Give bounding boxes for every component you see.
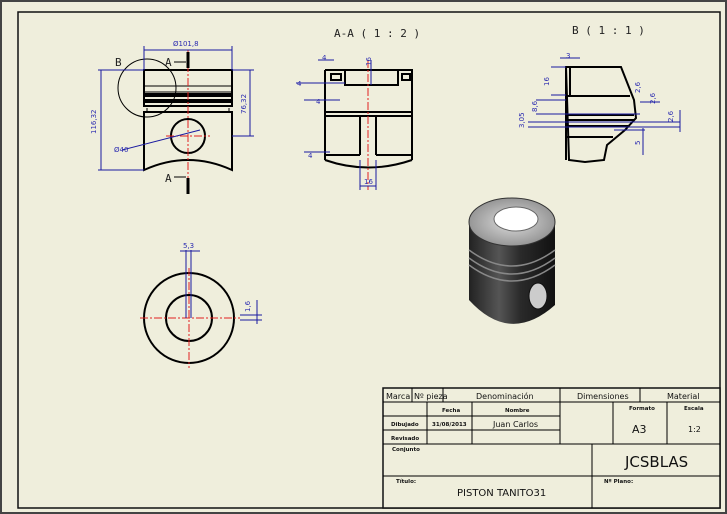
tb-n-plano: Nº Plano:: [604, 478, 633, 485]
tb-dimensiones: Dimensiones: [577, 392, 629, 401]
dim-pin-diameter: Ø40: [114, 146, 128, 154]
dim-section-bottom: 16: [364, 178, 373, 186]
dim-pin-height: 76,32: [240, 94, 248, 114]
tb-n-pieza: Nº pieza: [414, 392, 448, 401]
dim-section-left-mid: 4: [316, 98, 321, 106]
dim-section-left-upper: 4: [297, 80, 302, 88]
dim-section-center: 16: [365, 57, 373, 66]
detail-view: B ( 1 : 1 ) 3 16 2,6 2,6 2,6 8,6 3,05 5: [518, 24, 681, 164]
tb-formato-header: Formato: [629, 406, 655, 412]
dim-detail-gap: 3,05: [518, 112, 526, 128]
tb-escala-header: Escala: [684, 406, 704, 412]
tb-formato: A3: [632, 423, 647, 436]
dim-detail-groove1: 2,6: [634, 81, 642, 93]
title-block: Marca Nº pieza Denominación Dimensiones …: [382, 387, 721, 509]
dim-section-left-lower: 4: [308, 152, 313, 160]
dim-detail-groove3: 2,6: [667, 110, 675, 122]
dim-detail-ring: 8,6: [531, 100, 539, 112]
tb-nombre-header: Nombre: [505, 408, 530, 414]
tb-escala: 1:2: [688, 425, 701, 434]
section-view: A-A ( 1 : 2 ) 4 4 4 4 16 16: [296, 27, 420, 190]
tb-conjunto: Conjunto: [392, 447, 420, 453]
tb-fecha: 31/08/2013: [432, 422, 467, 428]
tb-fecha-header: Fecha: [442, 408, 460, 414]
dim-top-offset: 5,3: [183, 242, 194, 250]
tb-dibujado: Dibujado: [391, 422, 419, 428]
dim-detail-bottom: 5: [634, 141, 642, 145]
dim-detail-groove2: 2,6: [649, 92, 657, 104]
tb-denominacion: Denominación: [476, 391, 534, 401]
tb-titulo: PISTON TANITO31: [457, 488, 546, 499]
dim-total-height: 116,32: [90, 110, 98, 135]
tb-titulo-header: Título:: [396, 478, 416, 485]
front-view: A A B Ø101,8 116,32 76,32 Ø40: [90, 40, 254, 194]
tb-company: JCSBLAS: [624, 453, 688, 471]
dim-diameter: Ø101,8: [173, 40, 199, 48]
tb-nombre: Juan Carlos: [492, 420, 538, 429]
tb-marca: Marca: [386, 392, 410, 401]
dim-detail-land: 16: [543, 77, 551, 86]
section-marker-top: A: [165, 56, 172, 69]
top-view: 5,3 1,6: [140, 242, 262, 368]
section-marker-bottom: A: [165, 172, 172, 185]
tb-revisado: Revisado: [391, 436, 419, 442]
dim-section-top: 4: [322, 54, 327, 62]
detail-title: B ( 1 : 1 ): [572, 24, 645, 37]
piston-3d-render: [468, 197, 556, 324]
dim-detail-width: 3: [566, 52, 570, 60]
tb-material: Material: [667, 392, 700, 401]
drawing-border: [17, 11, 721, 509]
section-title: A-A ( 1 : 2 ): [334, 27, 420, 40]
dim-top-step: 1,6: [244, 300, 252, 312]
detail-marker: B: [115, 56, 122, 69]
